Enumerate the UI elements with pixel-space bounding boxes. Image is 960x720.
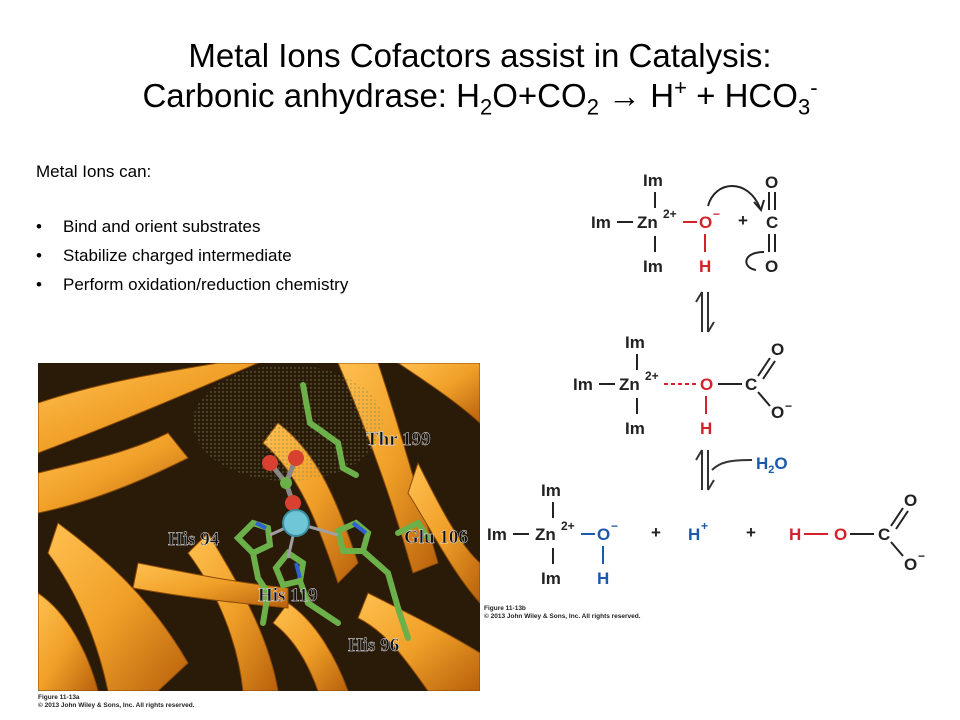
svg-text:Im: Im — [541, 569, 561, 588]
svg-text:+: + — [651, 523, 661, 542]
active-site-structure-image: Thr 199 His 94 Glu 106 His 119 His 96 — [38, 363, 480, 691]
reaction-scheme: Im Im Zn 2+ Im O − H + O C O Im Im Zn — [487, 171, 925, 588]
svg-text:−: − — [785, 399, 792, 413]
bicarbonate-carbon: C — [878, 525, 890, 544]
bullet-list: Bind and orient substrates Stabilize cha… — [36, 216, 348, 303]
svg-text:O: O — [771, 340, 784, 359]
label-his96: His 96 — [348, 635, 399, 656]
hydroxide-oxygen: O — [699, 213, 712, 232]
svg-text:H: H — [699, 257, 711, 276]
proton: H — [688, 525, 700, 544]
intro-text: Metal Ions can: — [36, 162, 152, 181]
bicarbonate-molecule — [262, 450, 304, 511]
bullet-item: Perform oxidation/reduction chemistry — [36, 274, 348, 303]
slide-title-line1: Metal Ions Cofactors assist in Catalysis… — [188, 37, 772, 74]
svg-text:H: H — [700, 419, 712, 438]
substrate-pocket-surface — [193, 365, 383, 481]
equilibrium-arrow-icon — [695, 449, 753, 491]
svg-text:C: C — [745, 375, 757, 394]
svg-text:+: + — [701, 519, 708, 533]
label-thr199: Thr 199 — [366, 429, 431, 450]
svg-text:−: − — [713, 207, 720, 221]
svg-text:Im: Im — [541, 481, 561, 500]
zinc-ion-icon — [282, 509, 310, 537]
svg-text:O: O — [700, 375, 713, 394]
svg-text:2+: 2+ — [645, 369, 659, 383]
carbon-atom: C — [766, 213, 778, 232]
svg-text:Im: Im — [487, 525, 507, 544]
svg-text:O: O — [834, 525, 847, 544]
svg-text:Zn: Zn — [619, 375, 640, 394]
svg-text:H: H — [789, 525, 801, 544]
figure-caption-right: Figure 11-13b © 2013 John Wiley & Sons, … — [484, 605, 641, 620]
reaction-arrow-icon: → — [608, 77, 642, 114]
label-his119: His 119 — [258, 585, 318, 606]
svg-text:+: + — [746, 523, 756, 542]
svg-text:Im: Im — [573, 375, 593, 394]
svg-text:2+: 2+ — [561, 519, 575, 533]
svg-text:Im: Im — [625, 333, 645, 352]
label-glu106: Glu 106 — [404, 527, 468, 548]
svg-text:O: O — [904, 555, 917, 574]
structure-svg: Thr 199 His 94 Glu 106 His 119 His 96 — [38, 363, 480, 691]
bullet-item: Bind and orient substrates — [36, 216, 348, 245]
figure-caption-left: Figure 11-13a © 2013 John Wiley & Sons, … — [38, 694, 195, 709]
im-ligand: Im — [643, 257, 663, 276]
label-his94: His 94 — [168, 529, 220, 550]
svg-text:O: O — [904, 491, 917, 510]
im-ligand: Im — [591, 213, 611, 232]
slide-title-line2: Carbonic anhydrase: H2O+CO2 → H+ + HCO3- — [142, 75, 818, 120]
svg-text:O: O — [597, 525, 610, 544]
water-label: H2O — [756, 454, 788, 476]
svg-text:Zn: Zn — [535, 525, 556, 544]
svg-text:2+: 2+ — [663, 207, 677, 221]
im-ligand: Im — [643, 171, 663, 190]
svg-text:O: O — [765, 173, 778, 192]
svg-text:Im: Im — [625, 419, 645, 438]
svg-text:−: − — [918, 549, 925, 563]
svg-text:O: O — [765, 257, 778, 276]
active-site-residues — [233, 382, 431, 641]
svg-text:+: + — [738, 211, 748, 230]
svg-text:−: − — [611, 519, 618, 533]
zinc-atom: Zn — [637, 213, 658, 232]
svg-text:H: H — [597, 569, 609, 588]
bullet-item: Stabilize charged intermediate — [36, 245, 348, 274]
svg-text:O: O — [771, 403, 784, 422]
equilibrium-arrow-icon — [695, 291, 715, 333]
electron-arrow-icon — [707, 185, 761, 209]
protein-ribbon — [38, 363, 480, 691]
